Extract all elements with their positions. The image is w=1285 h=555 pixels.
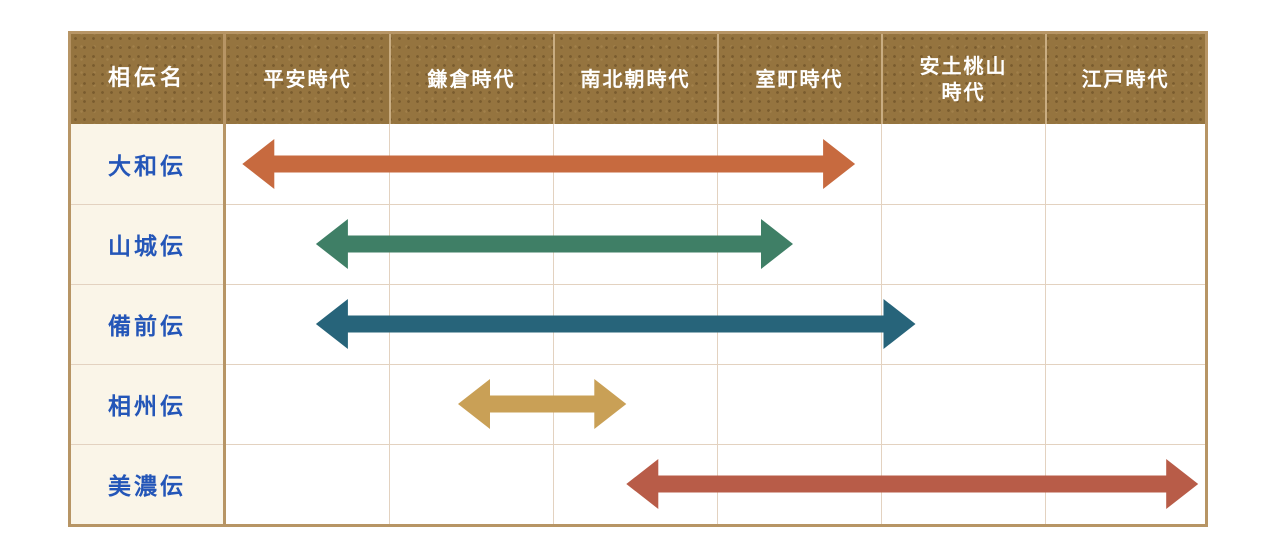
row-label-soshu: 相州伝	[108, 394, 186, 420]
header-divider	[1045, 34, 1047, 124]
row-divider	[71, 364, 1205, 365]
header-divider	[553, 34, 555, 124]
header-period-muromachi: 室町時代	[755, 67, 844, 91]
header-divider	[717, 34, 719, 124]
school-label-column: 大和伝 山城伝 備前伝 相州伝 美濃伝	[71, 124, 223, 524]
period-arrow-soshu	[458, 379, 627, 429]
period-arrow-yamashiro	[315, 219, 793, 269]
header-period-nanbokucho: 南北朝時代	[580, 67, 691, 91]
period-arrow-bizen	[315, 299, 916, 349]
row-label-yamato: 大和伝	[108, 154, 186, 180]
period-arrows	[242, 139, 1199, 509]
row-divider	[71, 284, 1205, 285]
row-divider	[71, 444, 1205, 445]
header-period-azuchi-momoyama: 安土桃山 時代	[919, 54, 1008, 104]
row-label-mino: 美濃伝	[108, 474, 186, 500]
table-header: 相伝名 平安時代 鎌倉時代 南北朝時代 室町時代 安土桃山 時代 江戸時代	[71, 34, 1205, 124]
header-period-edo: 江戸時代	[1081, 67, 1170, 91]
header-period-heian: 平安時代	[263, 67, 352, 91]
row-label-bizen: 備前伝	[108, 314, 186, 340]
header-divider	[881, 34, 883, 124]
row-label-yamashiro: 山城伝	[108, 234, 186, 260]
header-period-kamakura: 鎌倉時代	[427, 67, 516, 91]
label-column-border	[223, 34, 226, 524]
period-arrow-mino	[626, 459, 1199, 509]
header-school-name: 相伝名	[107, 66, 186, 91]
period-arrow-yamato	[242, 139, 856, 189]
timeline-table: 相伝名 平安時代 鎌倉時代 南北朝時代 室町時代 安土桃山 時代 江戸時代 大和…	[68, 31, 1208, 527]
header-divider	[389, 34, 391, 124]
row-divider	[71, 204, 1205, 205]
column-divider	[1045, 124, 1046, 524]
